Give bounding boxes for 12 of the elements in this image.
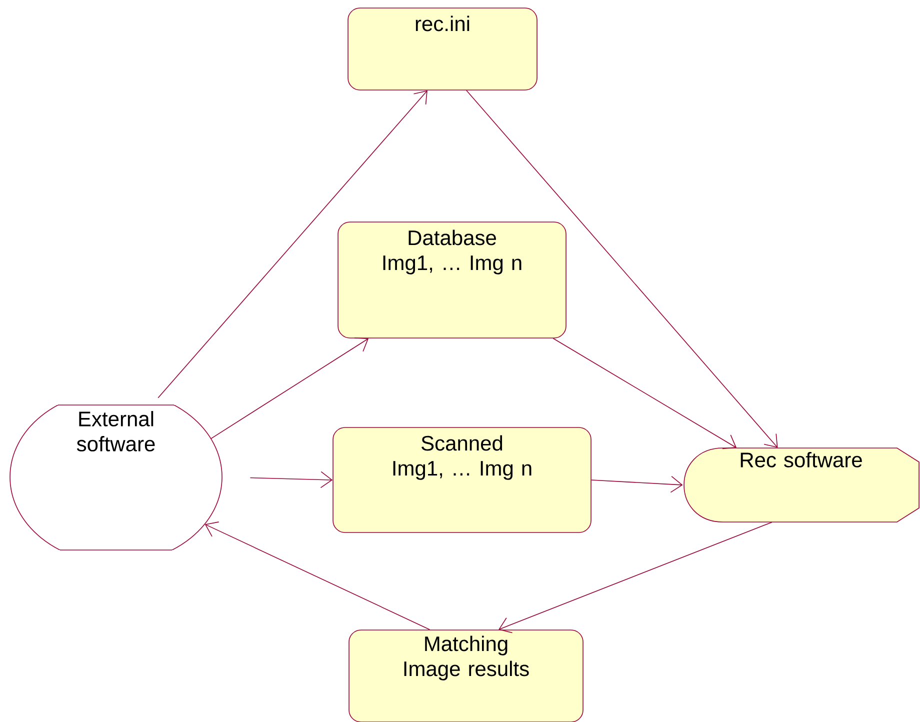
process-box: Scanned Img1, … Img n [332,427,592,533]
process-box: rec.ini [348,8,538,90]
arrow [552,338,737,450]
arrow [250,471,333,488]
arrow [158,90,428,398]
arrow [204,522,430,630]
arrow [591,476,683,493]
arrow [498,522,772,634]
arrow [210,338,369,439]
process-box: Database Img1, … Img n [338,222,566,338]
arrow [466,90,778,448]
process-box: Matching Image results [348,630,584,722]
